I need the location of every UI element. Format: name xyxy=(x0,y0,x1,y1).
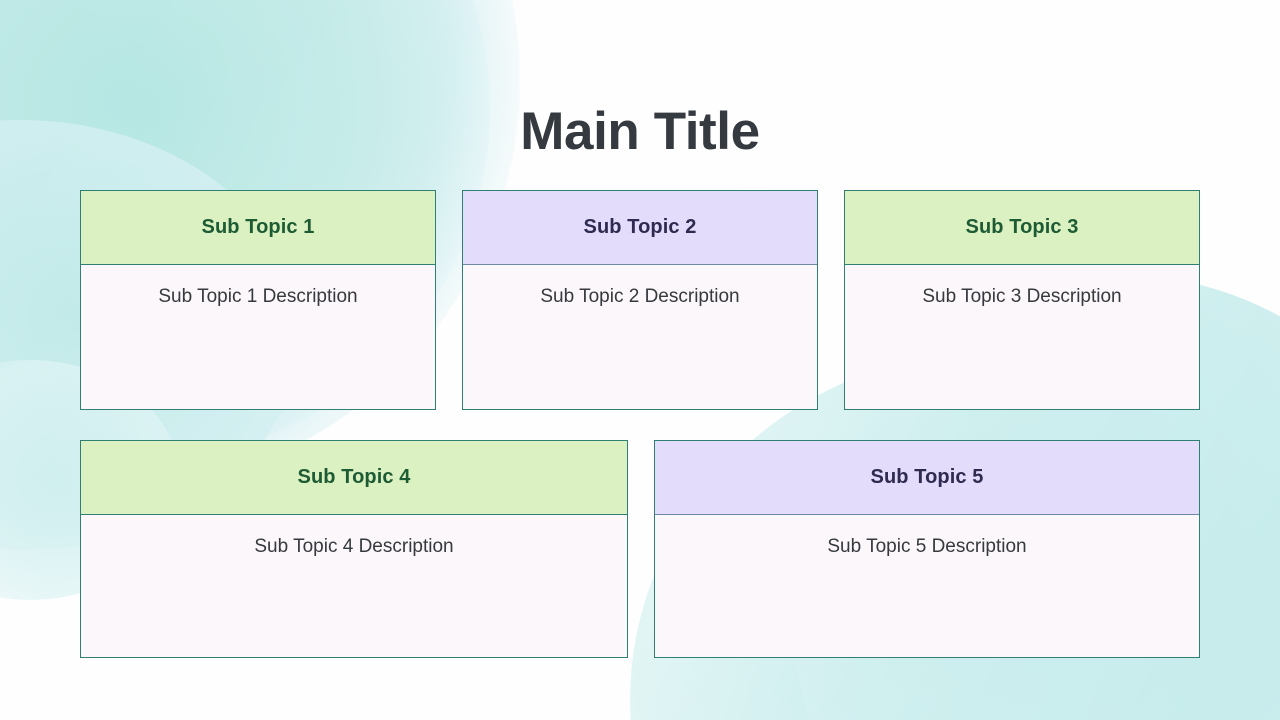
topic-card-5-title: Sub Topic 5 xyxy=(870,466,984,488)
topic-card-4[interactable]: Sub Topic 4 Sub Topic 4 Description xyxy=(80,440,628,658)
topic-card-3[interactable]: Sub Topic 3 Sub Topic 3 Description xyxy=(844,190,1200,410)
topic-card-2-body: Sub Topic 2 Description xyxy=(463,265,817,409)
topic-card-5-header: Sub Topic 5 xyxy=(655,441,1199,515)
page-title: Main Title xyxy=(520,101,760,161)
topic-card-1[interactable]: Sub Topic 1 Sub Topic 1 Description xyxy=(80,190,436,410)
topic-card-3-description: Sub Topic 3 Description xyxy=(922,286,1122,307)
topic-card-5[interactable]: Sub Topic 5 Sub Topic 5 Description xyxy=(654,440,1200,658)
topic-card-2-header: Sub Topic 2 xyxy=(463,191,817,265)
topic-card-5-description: Sub Topic 5 Description xyxy=(827,536,1027,557)
topic-card-3-title: Sub Topic 3 xyxy=(965,216,1079,238)
topic-card-2-title: Sub Topic 2 xyxy=(583,216,697,238)
topic-card-4-title: Sub Topic 4 xyxy=(297,466,411,488)
topic-card-3-body: Sub Topic 3 Description xyxy=(845,265,1199,409)
topic-card-4-header: Sub Topic 4 xyxy=(81,441,627,515)
topic-card-1-body: Sub Topic 1 Description xyxy=(81,265,435,409)
topic-card-4-description: Sub Topic 4 Description xyxy=(254,536,454,557)
topic-card-1-description: Sub Topic 1 Description xyxy=(158,286,358,307)
topic-card-2[interactable]: Sub Topic 2 Sub Topic 2 Description xyxy=(462,190,818,410)
topic-card-1-title: Sub Topic 1 xyxy=(201,216,315,238)
topic-card-2-description: Sub Topic 2 Description xyxy=(540,286,740,307)
topic-card-3-header: Sub Topic 3 xyxy=(845,191,1199,265)
topic-card-1-header: Sub Topic 1 xyxy=(81,191,435,265)
topic-card-5-body: Sub Topic 5 Description xyxy=(655,515,1199,657)
topic-card-4-body: Sub Topic 4 Description xyxy=(81,515,627,657)
